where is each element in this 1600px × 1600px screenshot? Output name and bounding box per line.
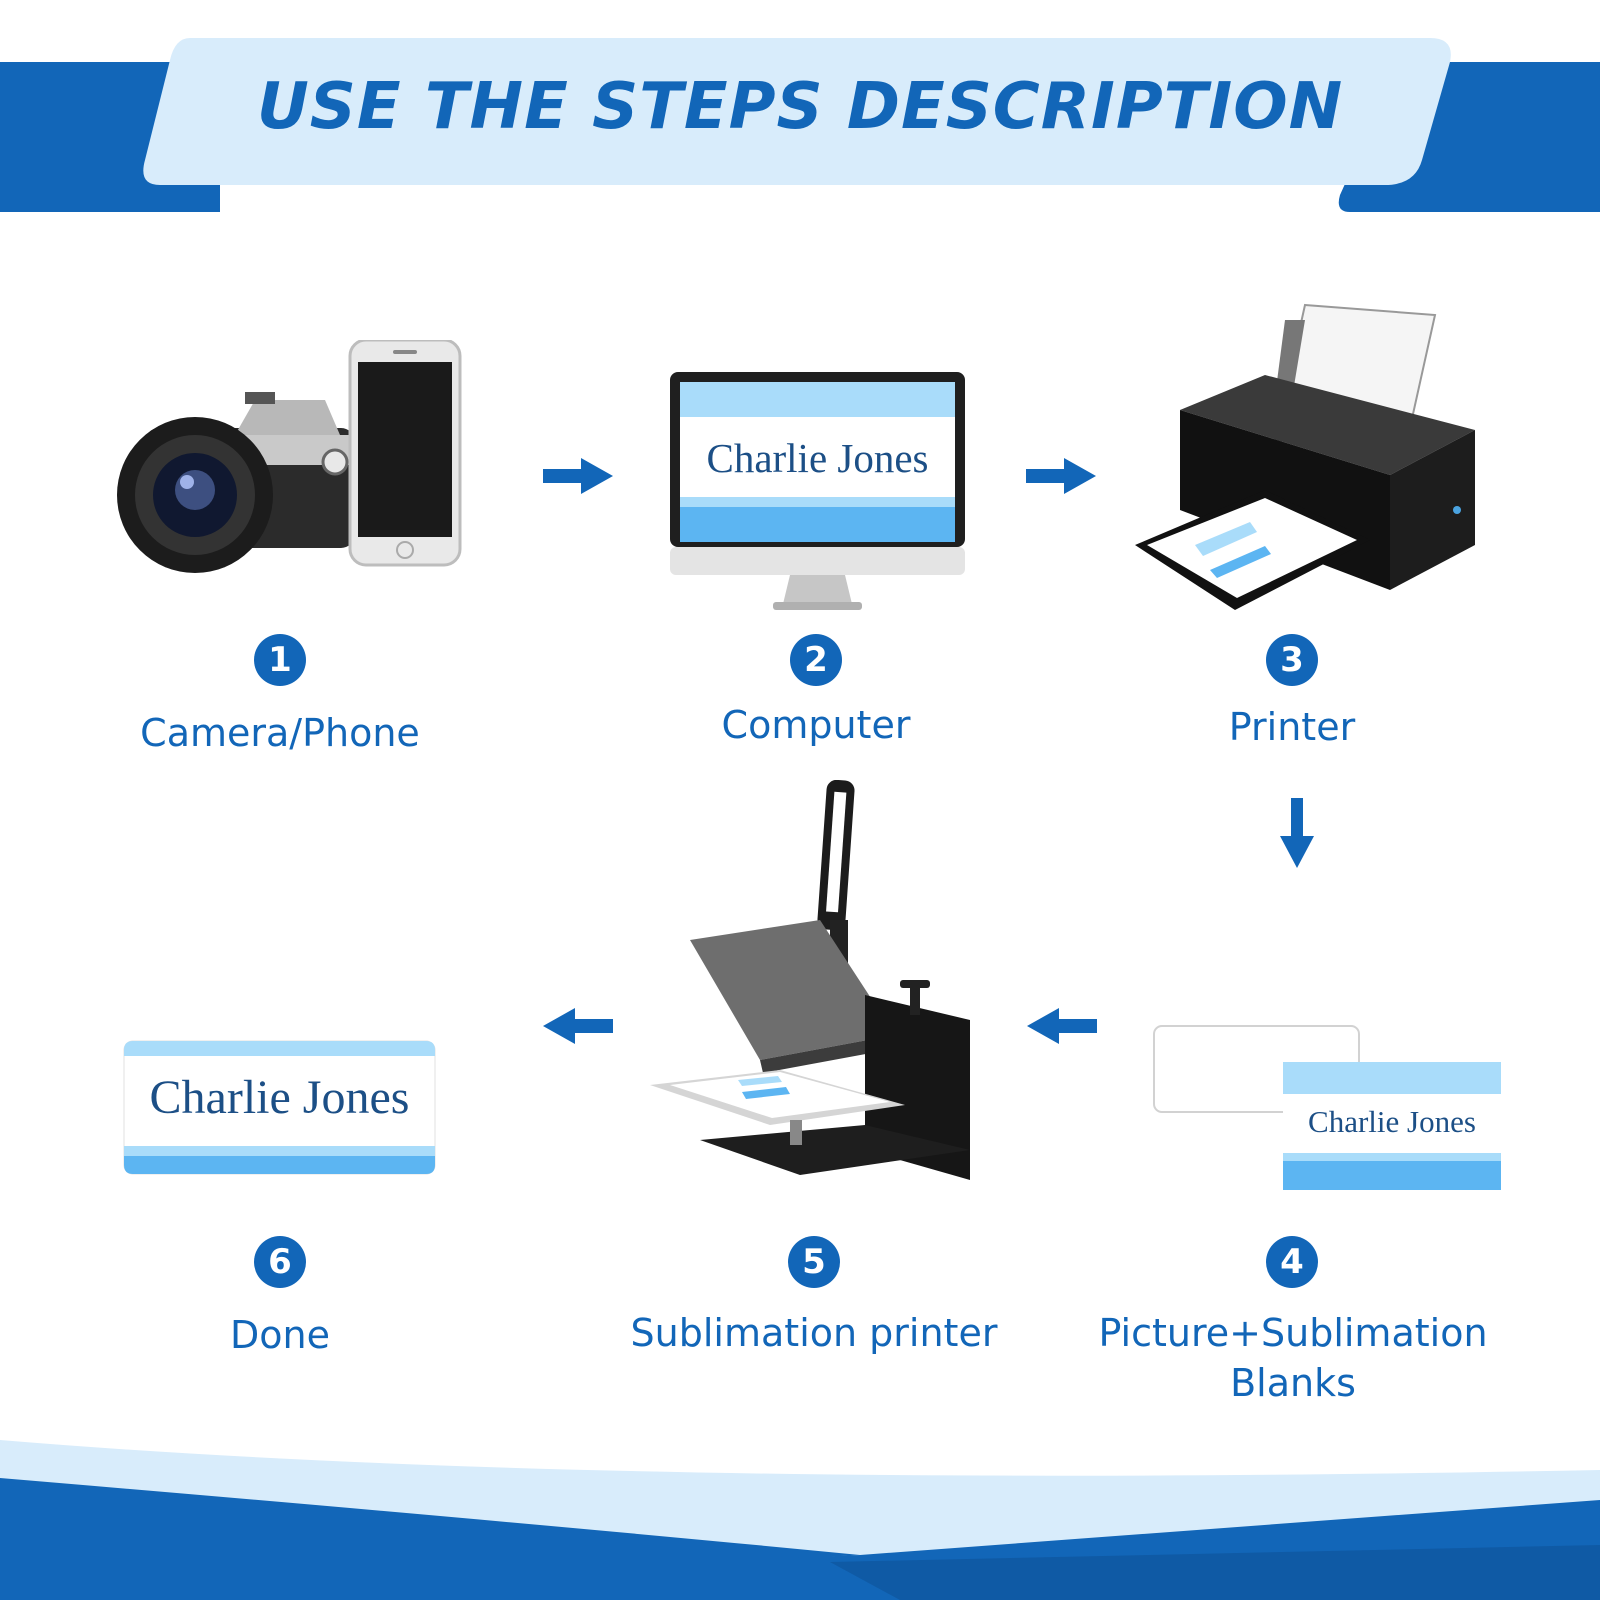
step-1-label: Camera/Phone	[140, 711, 420, 755]
step-3-label: Printer	[1228, 705, 1356, 749]
arrow-right-2-icon	[1026, 458, 1096, 494]
page-title: USE THE STEPS DESCRIPTION	[256, 70, 1344, 144]
step-1-number: 1	[254, 634, 306, 686]
step-4-number: 4	[1266, 1236, 1318, 1288]
camera-phone-icon	[95, 338, 475, 575]
blank-cards-icon: Charlie Jones	[1150, 1022, 1505, 1192]
step-2-number: 2	[790, 634, 842, 686]
step-4-label-line-1: Picture+Sublimation	[1098, 1311, 1488, 1355]
step-3-number: 3	[1266, 634, 1318, 686]
printer-icon	[1135, 300, 1475, 620]
step-4-label-line-2: Blanks	[1230, 1361, 1356, 1405]
step-6-label: Done	[230, 1313, 330, 1357]
arrow-down-icon	[1280, 798, 1314, 868]
arrow-left-1-icon	[1027, 1008, 1097, 1044]
step-6-number: 6	[254, 1236, 306, 1288]
arrow-right-1-icon	[543, 458, 613, 494]
computer-monitor-icon: Charlie Jones	[670, 372, 965, 612]
blank-card-name-text: Charlie Jones	[1308, 1104, 1476, 1139]
heat-press-icon	[650, 779, 990, 1180]
finished-name-card-icon: Charlie Jones	[123, 1040, 436, 1175]
step-2-label: Computer	[721, 703, 911, 747]
monitor-name-text: Charlie Jones	[706, 435, 929, 481]
arrow-left-2-icon	[543, 1008, 613, 1044]
step-5-label: Sublimation printer	[630, 1311, 998, 1355]
step-5-number: 5	[788, 1236, 840, 1288]
finished-card-name-text: Charlie Jones	[149, 1071, 410, 1124]
